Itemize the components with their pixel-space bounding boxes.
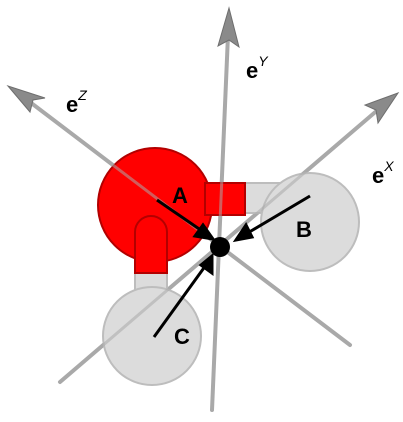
vector-from-c-head [198,252,214,276]
y-axis-arrowhead [217,6,240,49]
x-axis-arrowhead [363,92,400,125]
vector-from-b-head [232,222,255,243]
vector-from-c [152,264,208,338]
atom-b-group [237,172,360,272]
center-point [210,237,230,257]
atom-a-bond-right [204,182,246,216]
atom-b-label: B [296,217,312,242]
atom-c-sphere [102,286,202,386]
atom-c-label: C [174,324,190,349]
z-axis-arrowhead [6,84,46,114]
atom-a-label: A [172,183,188,208]
atom-a-bond-down [134,215,168,274]
y-axis-overlay [210,33,230,412]
z-axis-label: eZ [66,87,87,117]
vector-from-b [245,194,311,236]
axis-arrowheads [6,6,400,125]
atom-b-sphere [260,172,360,272]
y-axis-label: eY [246,53,269,83]
vector-from-a-head [192,222,217,242]
x-axis-label: eX [372,158,394,188]
vector-from-a [156,198,206,235]
force-vectors [152,194,311,338]
